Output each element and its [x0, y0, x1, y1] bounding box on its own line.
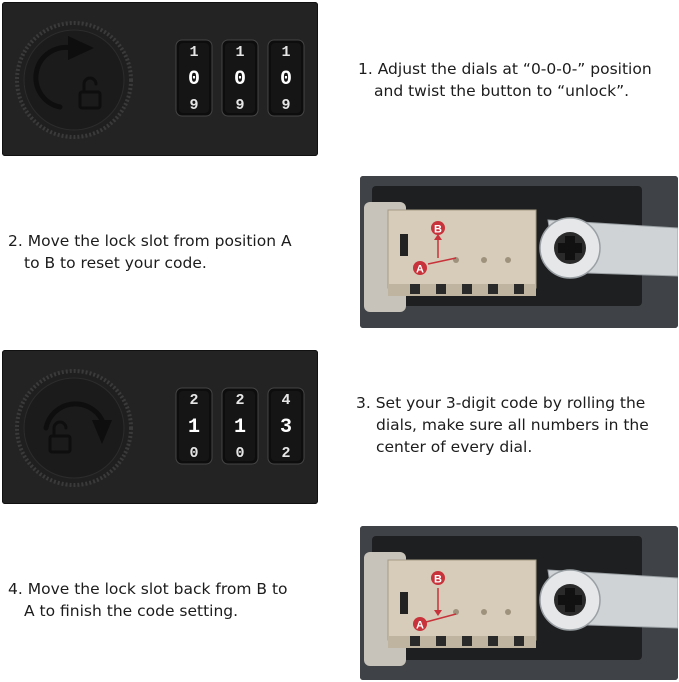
lock-knob[interactable] — [15, 369, 133, 487]
step1-instructions: 1. Adjust the dials at “0-0-0-” position… — [358, 58, 652, 102]
step3-lock-panel: 2 1 0 2 1 0 4 3 2 — [2, 350, 318, 504]
step2-mechanism-photo: B A — [360, 176, 678, 328]
step1-dial-2-bottom-digit: 9 — [235, 97, 244, 114]
step3-instructions: 3. Set your 3-digit code by rolling the … — [356, 392, 649, 458]
step4-line-1: 4. Move the lock slot back from B to — [8, 580, 288, 598]
step3-dial-3-center-digit: 3 — [280, 416, 292, 439]
marker-a-label: A — [416, 620, 424, 632]
step1-line-1: 1. Adjust the dials at “0-0-0-” position — [358, 60, 652, 78]
step3-dial-2[interactable]: 2 1 0 — [221, 387, 259, 465]
position-marker-a: A — [413, 261, 427, 276]
step1-dial-2-center-digit: 0 — [234, 68, 246, 91]
step2-line-2: to B to reset your code. — [24, 254, 207, 272]
step1-dial-2[interactable]: 1 0 9 — [221, 39, 259, 117]
step3-dial-3-bottom-digit: 2 — [281, 445, 290, 462]
marker-b-label: B — [434, 574, 442, 586]
step1-dial-3-center-digit: 0 — [280, 68, 292, 91]
unlock-arrow-icon — [33, 36, 102, 110]
step3-dial-1-bottom-digit: 0 — [189, 445, 198, 462]
step3-line-2: dials, make sure all numbers in the — [376, 416, 649, 434]
step3-dial-2-bottom-digit: 0 — [235, 445, 244, 462]
step3-dial-1[interactable]: 2 1 0 — [175, 387, 213, 465]
step3-line-1: 3. Set your 3-digit code by rolling the — [356, 394, 646, 412]
step1-dial-3[interactable]: 1 0 9 — [267, 39, 305, 117]
step3-dial-2-center-digit: 1 — [234, 416, 246, 439]
step4-line-2: A to finish the code setting. — [24, 602, 239, 620]
step3-dial-1-center-digit: 1 — [188, 416, 200, 439]
lock-arrow-icon — [43, 401, 112, 454]
step1-dial-1-top-digit: 1 — [189, 44, 198, 61]
step2-line-1: 2. Move the lock slot from position A — [8, 232, 292, 250]
step1-dial-3-top-digit: 1 — [281, 44, 290, 61]
step3-dial-3-top-digit: 4 — [281, 392, 290, 409]
step1-lock-panel: 1 0 9 1 0 9 1 0 9 — [2, 2, 318, 156]
position-marker-a: A — [413, 617, 427, 632]
step3-dial-2-top-digit: 2 — [235, 392, 244, 409]
step1-dial-1-center-digit: 0 — [188, 68, 200, 91]
step2-instructions: 2. Move the lock slot from position A to… — [8, 230, 292, 274]
step3-line-3: center of every dial. — [376, 438, 533, 456]
step3-dial-3[interactable]: 4 3 2 — [267, 387, 305, 465]
step1-line-2: and twist the button to “unlock”. — [374, 82, 630, 100]
position-marker-b: B — [431, 221, 445, 236]
step4-mechanism-photo: B A — [360, 526, 678, 680]
step1-dial-2-top-digit: 1 — [235, 44, 244, 61]
step4-instructions: 4. Move the lock slot back from B to A t… — [8, 578, 288, 622]
step1-dial-1-bottom-digit: 9 — [189, 97, 198, 114]
marker-a-label: A — [416, 264, 424, 276]
step1-dial-3-bottom-digit: 9 — [281, 97, 290, 114]
marker-b-label: B — [434, 224, 442, 236]
step1-dial-1[interactable]: 1 0 9 — [175, 39, 213, 117]
step3-dial-1-top-digit: 2 — [189, 392, 198, 409]
position-marker-b: B — [431, 571, 445, 586]
